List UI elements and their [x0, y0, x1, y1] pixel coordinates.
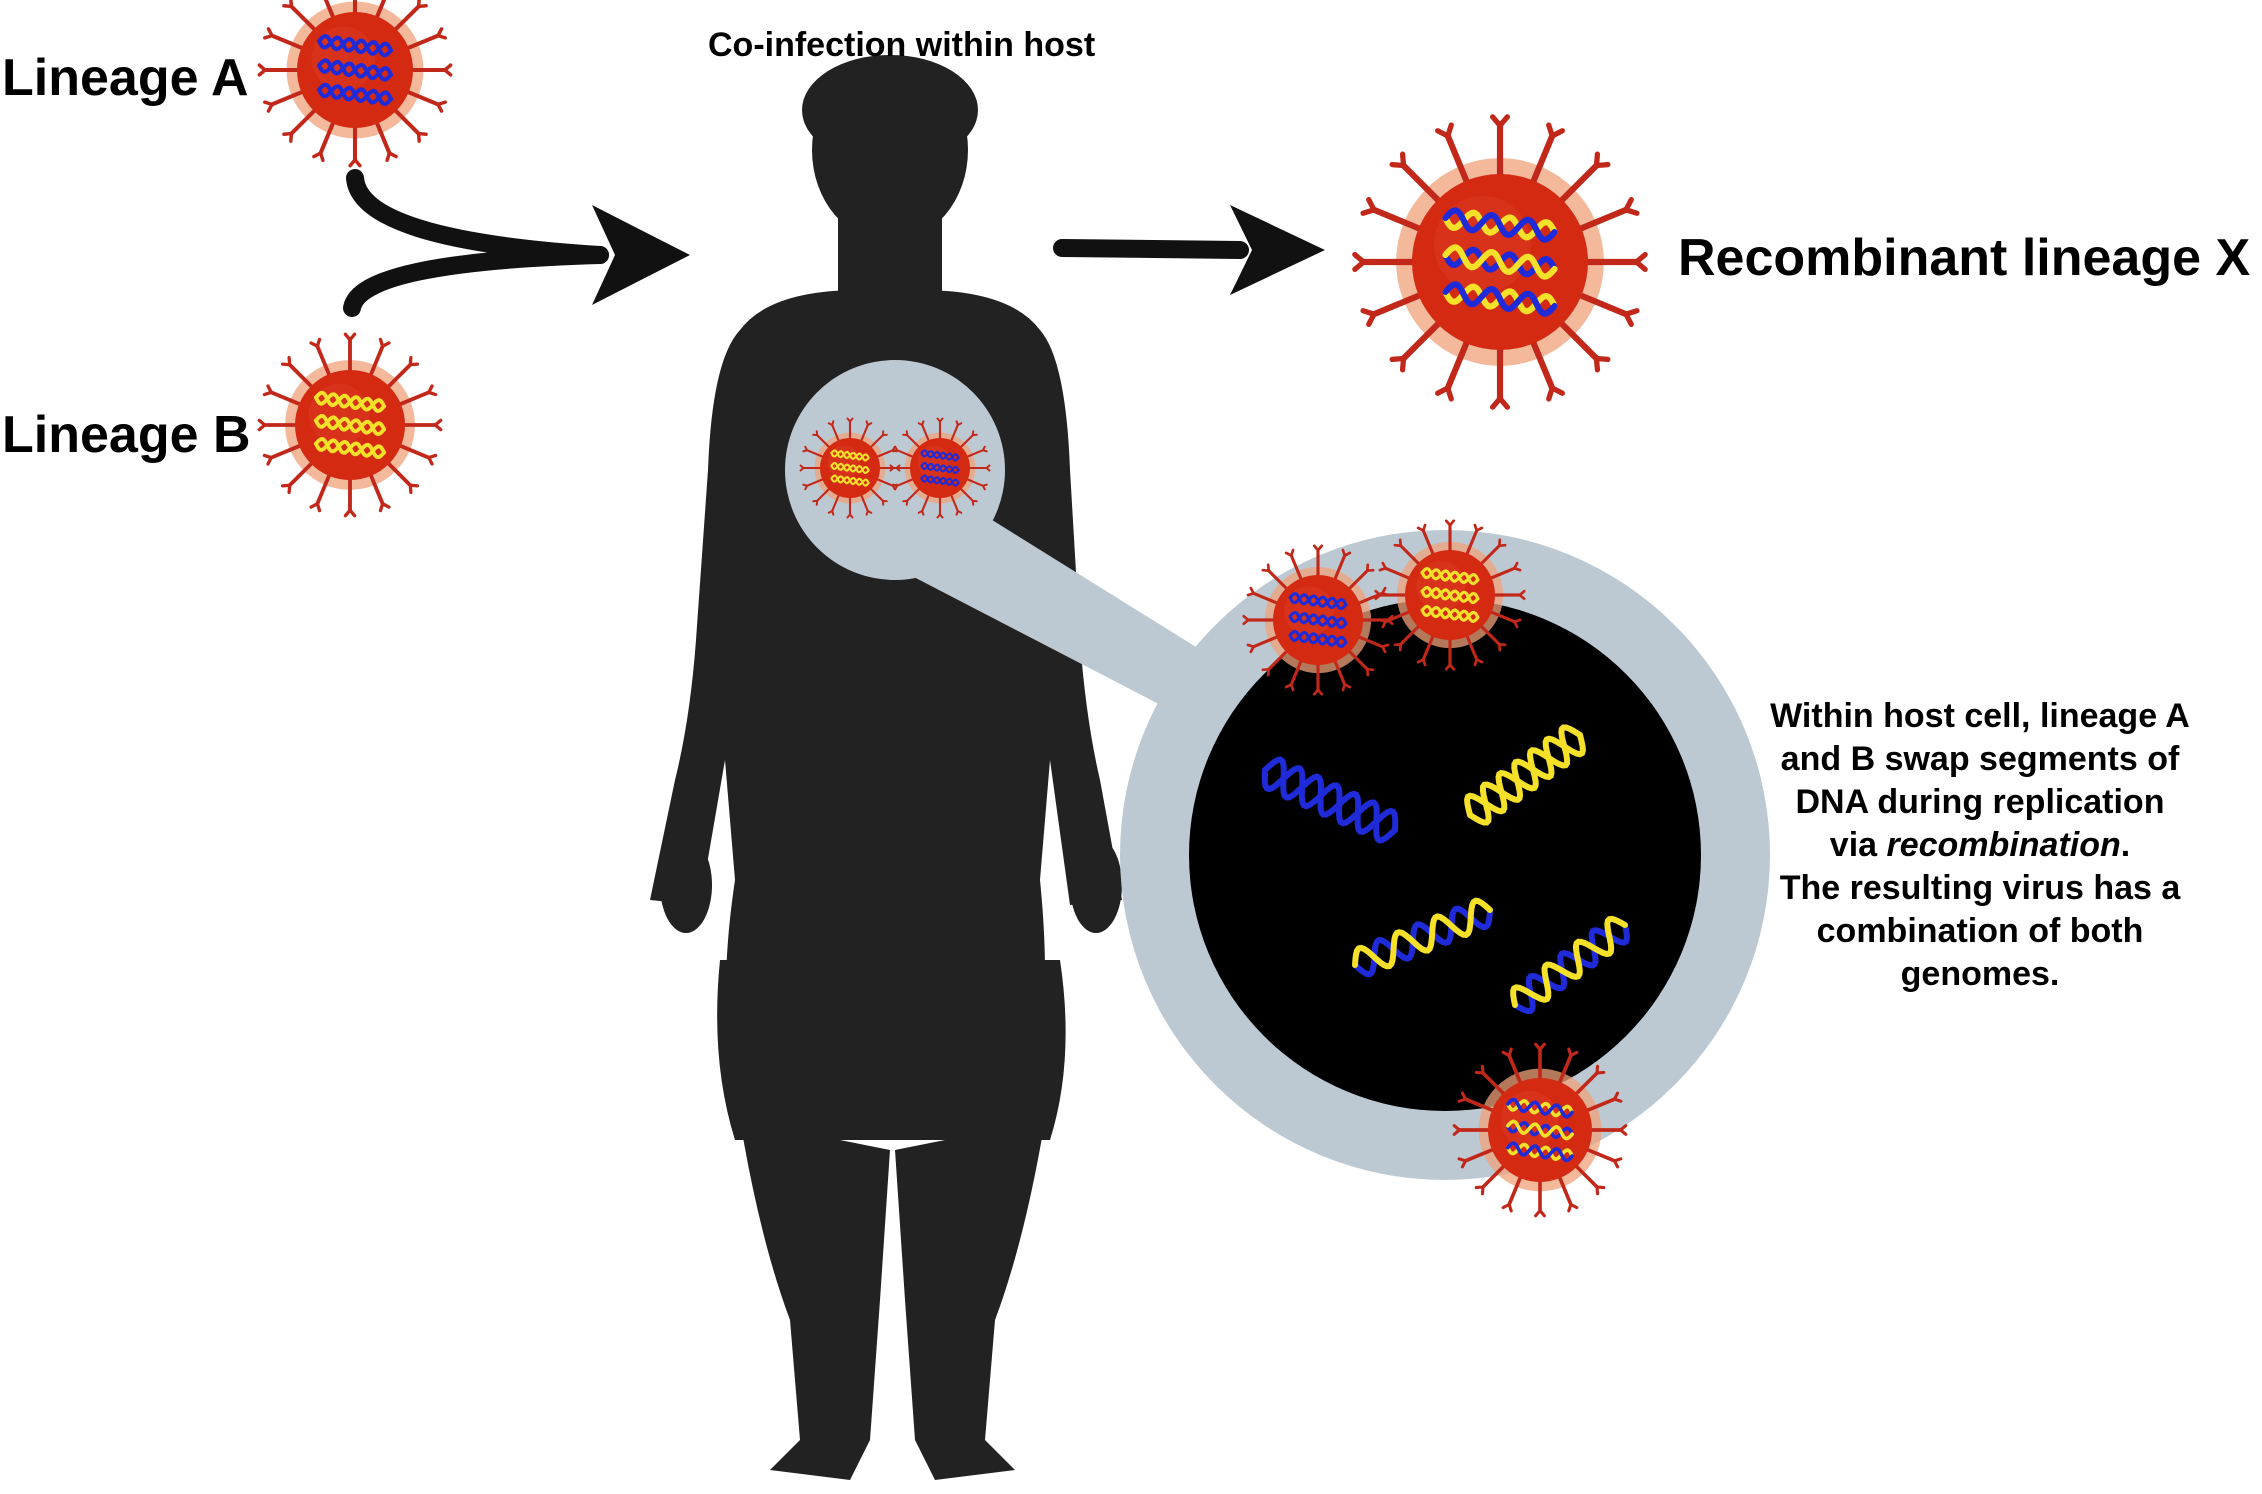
genome-strand-a: [1261, 756, 1399, 844]
genome-helix: [830, 449, 870, 462]
genome-helix: [313, 437, 387, 460]
genome-helix: [1420, 585, 1480, 605]
recombinant-label: Recombinant lineage X: [1678, 229, 2251, 287]
genome-helix: [920, 461, 960, 475]
genome-helix: [316, 82, 394, 107]
genome-helix: [313, 390, 387, 413]
virus-layer: [257, 0, 1648, 1218]
host-title: Co-infection within host: [708, 26, 1096, 64]
virus-icon: [257, 332, 443, 518]
recombination-term: recombination: [1886, 826, 2121, 864]
arrows: [343, 169, 1249, 317]
genome-helix: [1505, 1141, 1575, 1163]
magnifier-lens-icon: [785, 360, 1770, 1180]
lineage-a-label: Lineage A: [2, 49, 249, 107]
description-line-2: and B swap segments of: [1780, 740, 2180, 778]
genome-helix: [920, 449, 960, 462]
lineage-b-label: Lineage B: [2, 406, 251, 464]
arrowhead-output: [1230, 205, 1325, 295]
virus-icon: [1242, 544, 1394, 696]
description-line-3: DNA during replication: [1795, 783, 2165, 821]
recombination-description: Within host cell, lineage A and B swap s…: [1740, 695, 2220, 996]
description-line-5: The resulting virus has a: [1779, 869, 2181, 907]
virus-icon: [257, 0, 453, 168]
virus-icon: [889, 417, 991, 519]
genome-helix: [316, 58, 394, 82]
genome-helix: [920, 474, 960, 487]
arrow-lineage-a: [346, 169, 609, 264]
description-line-7: genomes.: [1900, 955, 2060, 993]
virus-icon: [1374, 519, 1526, 671]
genome-strand-recombinant: [1352, 897, 1493, 978]
genome-helix: [1442, 207, 1558, 243]
genome-helix: [1288, 610, 1348, 630]
genome-strand-b: [1464, 724, 1586, 826]
arrowhead-merge: [592, 205, 690, 305]
description-line-4: via recombination.: [1829, 826, 2131, 864]
genome-helix: [313, 413, 387, 437]
genome-helix: [1505, 1097, 1575, 1119]
genome-helix: [1442, 244, 1558, 280]
genome-helix: [830, 461, 870, 475]
description-line-1: Within host cell, lineage A: [1770, 697, 2190, 735]
genome-helix: [1505, 1119, 1575, 1141]
virus-icon: [799, 417, 901, 519]
arrow-to-recombinant: [1053, 239, 1249, 259]
description-line-6: combination of both: [1816, 912, 2144, 950]
host-cell-icon: [1189, 599, 1701, 1111]
virus-icon: [1352, 114, 1648, 410]
genome-helix: [316, 33, 394, 58]
genome-helix: [1420, 604, 1480, 624]
genome-helix: [830, 474, 870, 487]
human-silhouette-icon: [650, 55, 1122, 1480]
arrow-lineage-b: [343, 246, 609, 317]
genome-helix: [1420, 566, 1480, 586]
genome-helix: [1442, 281, 1558, 317]
virus-icon: [1452, 1042, 1628, 1218]
genome-strand-recombinant: [1510, 915, 1630, 1015]
genome-helix: [1288, 629, 1348, 649]
genome-strands: [1261, 724, 1630, 1015]
genome-helix: [1288, 591, 1348, 611]
